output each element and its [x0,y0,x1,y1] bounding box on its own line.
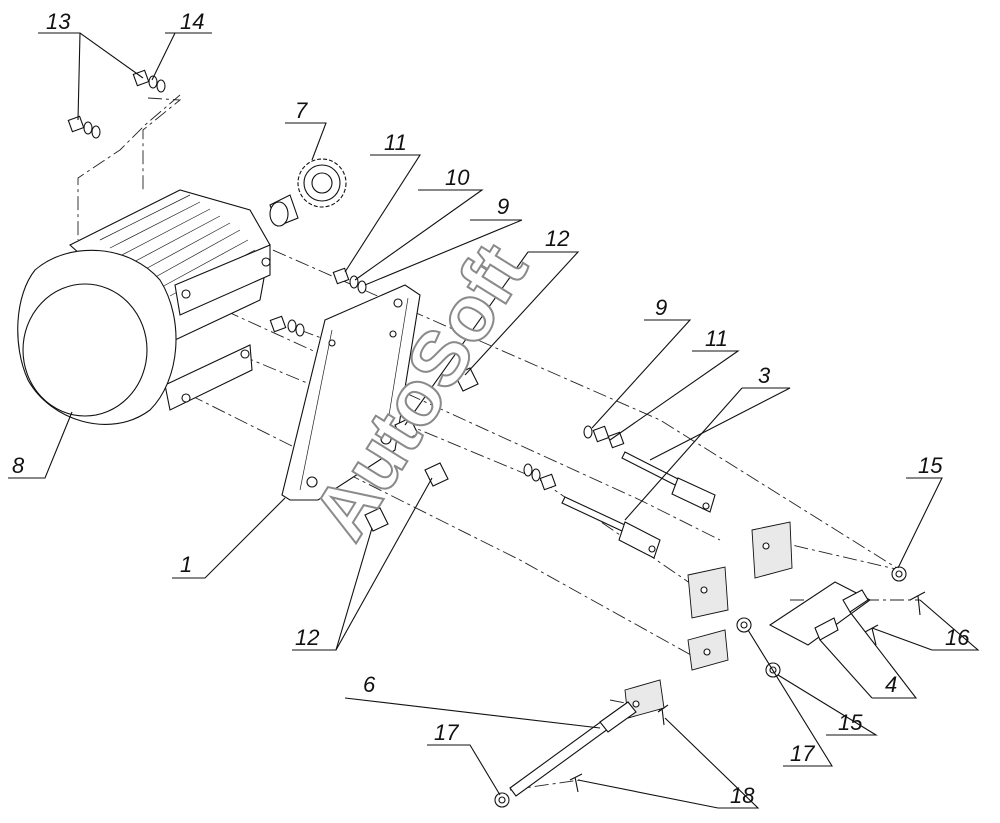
callout-17-right: 17 [790,741,815,766]
callout-10: 10 [445,165,470,190]
bracket-plate [281,284,421,501]
lever-plate [768,581,872,646]
link-rod [509,701,637,797]
nuts-and-washers [67,69,625,491]
electric-motor [17,189,271,425]
callout-18: 18 [730,783,755,808]
callout-14: 14 [180,9,204,34]
callout-16: 16 [945,625,970,650]
callout-6: 6 [363,672,376,697]
callout-17-left: 17 [434,720,459,745]
callout-12-bottom: 12 [295,625,319,650]
sprocket [269,158,347,227]
callout-7: 7 [295,98,308,123]
callout-labels: 13 14 7 11 10 9 12 9 11 3 8 15 1 12 16 6… [12,9,970,808]
callout-8: 8 [12,453,25,478]
callout-9-right: 9 [655,295,667,320]
callout-15-bottom: 15 [838,710,863,735]
callout-3: 3 [758,363,771,388]
callout-9-top: 9 [497,194,509,219]
callout-4: 4 [885,672,897,697]
callout-11-top: 11 [384,130,407,155]
callout-11-right: 11 [705,326,728,351]
rods [561,451,716,559]
clevis-blocks [624,521,793,719]
callout-15-top: 15 [918,453,943,478]
callout-13: 13 [46,9,71,34]
leader-lines [8,32,980,809]
callout-1: 1 [180,552,192,577]
callout-12-top: 12 [545,226,569,251]
